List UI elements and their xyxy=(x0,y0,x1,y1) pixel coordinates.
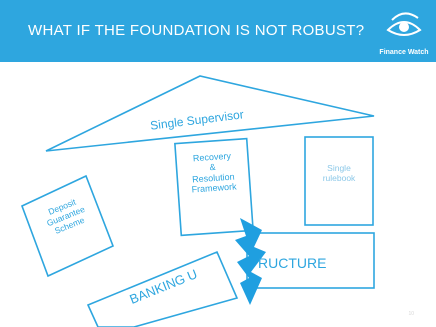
rulebook-box xyxy=(304,136,374,226)
eye-icon xyxy=(386,12,422,36)
recovery-box xyxy=(174,137,254,237)
slide-title: WHAT IF THE FOUNDATION IS NOT ROBUST? xyxy=(28,22,365,39)
diagram: Single Supervisor Deposit Guarantee Sche… xyxy=(0,62,436,327)
page-number: 10 xyxy=(408,311,414,317)
banking-box xyxy=(86,250,239,327)
finance-watch-logo: Finance Watch xyxy=(378,10,430,56)
diagram-shapes xyxy=(20,75,375,327)
recovery-label: Recovery & Resolution Framework xyxy=(191,150,237,195)
structure-label: RUCTURE xyxy=(258,255,327,271)
lightning-bolt xyxy=(235,218,266,305)
roof-triangle xyxy=(45,75,375,152)
slide-header: WHAT IF THE FOUNDATION IS NOT ROBUST? Fi… xyxy=(0,0,436,62)
deposit-box xyxy=(20,174,115,278)
rulebook-label: Single rulebook xyxy=(322,163,356,183)
logo-text: Finance Watch xyxy=(379,49,429,56)
